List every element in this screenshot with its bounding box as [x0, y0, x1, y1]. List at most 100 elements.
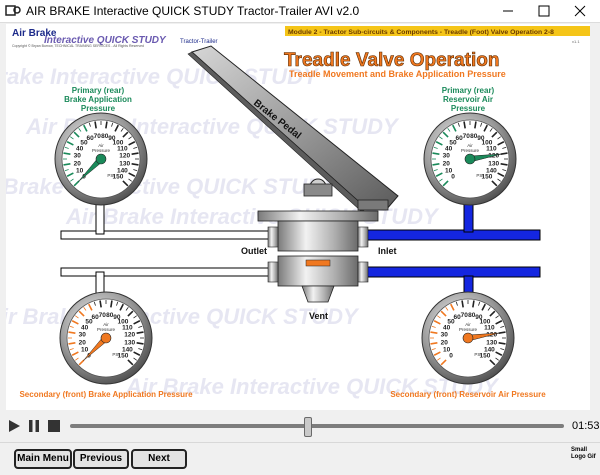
brand-logo: Air Brake Interactive QUICK STUDY Tracto… — [12, 28, 218, 48]
gauge-scale-label: 20 — [443, 160, 451, 167]
previous-button[interactable]: Previous — [73, 449, 129, 469]
gauge-scale-label: 110 — [486, 146, 497, 153]
gauge-tick — [500, 152, 508, 155]
gauge-tick — [131, 163, 139, 166]
gauge-tick — [497, 141, 505, 146]
gauge-tick — [78, 128, 82, 132]
gauge-tick — [105, 121, 108, 129]
gauge-tick — [497, 136, 501, 140]
gauge-tick — [489, 310, 496, 317]
gauge-tick — [73, 131, 80, 138]
gauge-scale-label: 80 — [470, 133, 478, 140]
stop-icon[interactable] — [46, 418, 62, 434]
gauge-scale-label: 60 — [91, 314, 99, 321]
gauge-scale-label: 90 — [113, 314, 121, 321]
gauge-scale-label: 130 — [119, 160, 130, 167]
gauge-face-text: Air — [467, 143, 473, 148]
slide-subtitle: Treadle Movement and Brake Application P… — [289, 69, 506, 79]
gauge-scale-label: 40 — [443, 325, 451, 332]
app-icon — [5, 5, 21, 16]
gauge-scale-label: 100 — [482, 140, 493, 147]
gauge-tick — [110, 300, 113, 308]
watermark-group: Air Brake Interactive QUICK STUDY Air Br… — [6, 64, 500, 399]
minimize-icon[interactable] — [487, 0, 529, 22]
gauge-tick — [502, 146, 507, 149]
gauge-label-line: Pressure — [81, 104, 116, 113]
next-button[interactable]: Next — [131, 449, 187, 469]
gauge-tick — [433, 351, 441, 356]
gauge-tick — [497, 178, 501, 182]
gauge-scale-label: 130 — [488, 160, 499, 167]
gauge-tick — [138, 325, 143, 328]
main-menu-button[interactable]: Main Menu — [14, 449, 72, 469]
gauge-tick — [83, 124, 88, 132]
seek-bar[interactable] — [70, 424, 564, 428]
gauge-hub — [462, 332, 474, 344]
gauge-tick — [99, 300, 102, 308]
gauge-scale-label: 150 — [118, 352, 129, 359]
gauge-tick — [445, 307, 449, 311]
gauge-tick — [64, 146, 69, 149]
gauge-tick — [70, 178, 74, 182]
pause-icon[interactable] — [26, 418, 42, 434]
gauge-tick — [75, 315, 79, 319]
gauge-tick — [88, 303, 93, 311]
small-logo-note: Small Logo Gif — [571, 447, 596, 460]
gauge-tick — [463, 121, 466, 129]
gauge-scale-label: 10 — [445, 167, 453, 174]
gauge-tick — [78, 310, 85, 317]
gauge-tick — [502, 169, 507, 172]
gauge-tick — [489, 128, 493, 132]
gauge-tick — [136, 331, 144, 334]
gauge-tick — [481, 303, 486, 311]
gauge-scale-label: 90 — [475, 314, 483, 321]
gauge-tick — [498, 342, 506, 345]
gauge-scale-label: 150 — [482, 173, 493, 180]
gauge-scale-label: 80 — [101, 133, 109, 140]
gauge-tick — [69, 325, 74, 328]
slide-canvas: Air Brake Interactive QUICK STUDY Air Br… — [6, 26, 590, 399]
gauge-tick — [483, 124, 488, 132]
gauge-scale-label: 80 — [468, 312, 476, 319]
gauge-tick — [430, 331, 438, 334]
gauge-scale-label: 130 — [124, 339, 135, 346]
gauge-tick — [437, 315, 441, 319]
gauge-label-line: Primary (rear) — [72, 86, 125, 95]
gauge-scale-label: 80 — [106, 312, 114, 319]
seek-thumb[interactable] — [304, 417, 313, 437]
gauge-tick — [439, 136, 443, 140]
gauge-tick — [474, 121, 477, 129]
gauge-tick — [133, 320, 141, 325]
gauge-tick — [500, 163, 508, 166]
gauge-scale-label: 70 — [99, 312, 107, 319]
gauge-scale-label: 40 — [76, 146, 84, 153]
inlet-label: Inlet — [378, 246, 397, 256]
gauge-scale-label: 70 — [461, 312, 469, 319]
gauge-tick — [83, 307, 87, 311]
gauge-face-text: Pressure — [97, 327, 116, 332]
outlet-lines — [60, 193, 280, 307]
brake-pedal[interactable]: Brake Pedal — [187, 45, 399, 213]
window-title: AIR BRAKE Interactive QUICK STUDY Tracto… — [26, 4, 360, 18]
gauge-scale-label: 110 — [122, 325, 133, 332]
gauge-tick — [452, 124, 457, 132]
maximize-icon[interactable] — [529, 0, 559, 22]
close-icon[interactable] — [560, 0, 600, 22]
gauge-scale-label: 100 — [118, 319, 129, 326]
gauge-tick — [500, 348, 505, 351]
gauge-tick — [435, 172, 443, 177]
gauge-scale-label: 120 — [124, 332, 135, 339]
gauge-tick — [63, 163, 71, 166]
gauge-scale-label: 20 — [441, 339, 449, 346]
gauge-tick — [461, 300, 464, 308]
elapsed-time: 01:53 — [572, 420, 600, 432]
gauge-tick — [498, 331, 506, 334]
gauge-scale-label: 20 — [74, 160, 82, 167]
gauge-scale-label: 30 — [441, 332, 449, 339]
play-icon[interactable] — [6, 418, 22, 434]
gauge-tick — [447, 128, 451, 132]
watermark-text: Air Brake Interactive QUICK STUDY — [6, 304, 360, 329]
gauge-unit-text: PSI — [107, 173, 114, 178]
primary-brake-label: Primary (rear) Brake Application Pressur… — [64, 86, 132, 113]
gauge-scale-label: 150 — [480, 352, 491, 359]
